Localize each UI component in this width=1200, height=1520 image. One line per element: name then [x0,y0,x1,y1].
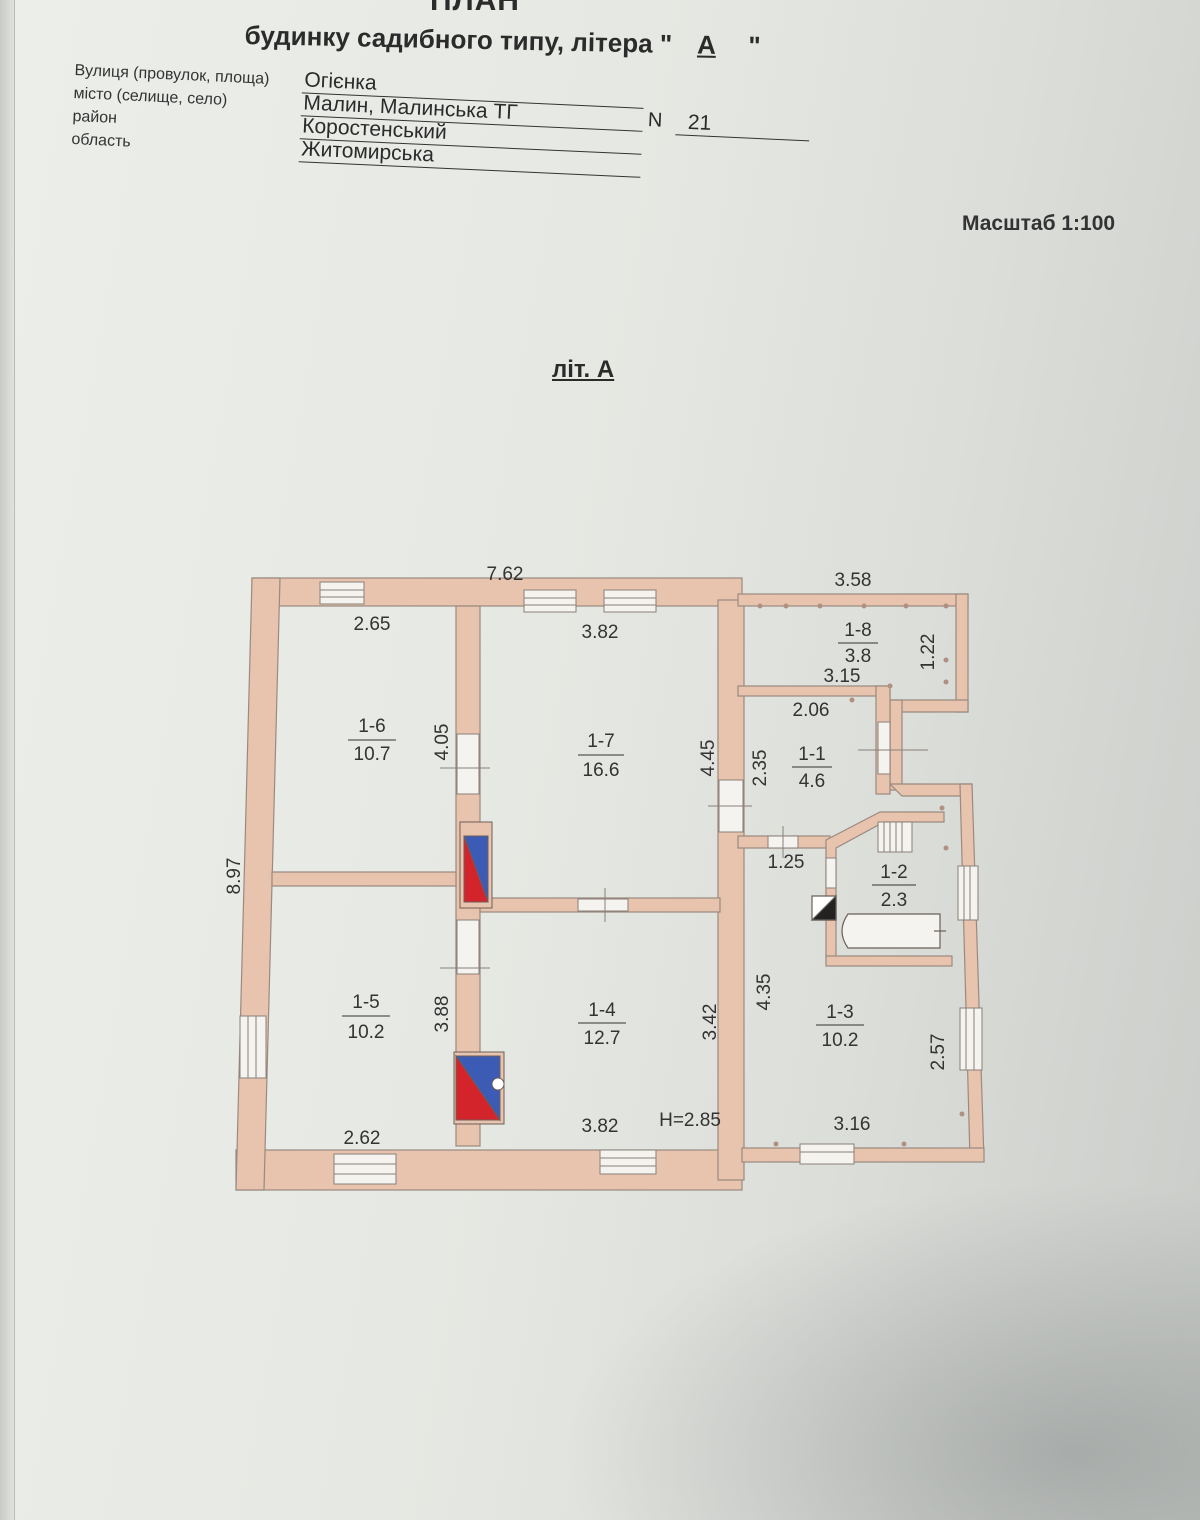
dimension-label: 2.06 [793,700,830,721]
dimension-label: 2.65 [354,614,391,635]
section-title: літ. А [552,356,615,383]
room-1-5-id: 1-5 [352,992,379,1013]
room-1-8-area: 3.8 [845,646,871,667]
dimension-label: 4.45 [698,740,719,777]
dimension-label: 8.97 [224,858,245,895]
room-1-7-area: 16.6 [583,760,620,781]
height-note: H=2.85 [659,1110,721,1131]
page-binding-edge [0,0,15,1520]
plan-title: ПЛАН [430,0,520,17]
dimension-label: 3.88 [432,996,453,1033]
room-1-4-id: 1-4 [588,1000,616,1021]
bathroom-fixtures [810,894,946,949]
dimension-label: 3.82 [582,1116,619,1137]
dimension-label: 4.05 [432,724,453,761]
room-1-8-id: 1-8 [844,620,871,641]
room-1-5-area: 10.2 [348,1022,385,1043]
windows [239,581,983,1185]
room-1-4-area: 12.7 [584,1028,621,1049]
dimension-label: 7.62 [487,564,524,585]
room-1-6-id: 1-6 [358,716,385,737]
vestibule-markers [757,603,965,1147]
dimension-label: 2.35 [750,750,771,787]
scale-note: Масштаб 1:100 [962,212,1116,235]
dimension-labels: 7.62 3.58 2.65 3.82 3.15 1.22 2.06 4.05 … [224,564,949,1149]
dimension-label: 3.42 [700,1004,721,1041]
room-1-6-area: 10.7 [354,744,391,765]
dimension-label: 1.22 [918,634,939,671]
room-1-2-id: 1-2 [880,862,907,883]
stoves [453,821,505,1125]
room-1-7-id: 1-7 [587,731,614,752]
dimension-label: 4.35 [754,974,775,1011]
room-1-3-id: 1-3 [826,1002,853,1023]
dimension-label: 2.62 [344,1128,381,1149]
dimension-label: 1.25 [768,852,805,873]
room-labels: 1-6 10.7 1-7 16.6 1-8 3.8 1-1 4.6 1-2 2.… [342,620,916,1051]
room-1-1-area: 4.6 [799,771,825,792]
room-1-2-area: 2.3 [881,890,907,911]
walls [235,577,985,1191]
dimension-label: 3.58 [835,570,872,591]
dimension-label: 3.82 [582,622,619,643]
room-1-3-area: 10.2 [822,1030,859,1051]
doors [440,721,928,975]
room-1-1-id: 1-1 [798,744,825,765]
dimension-label: 3.16 [834,1114,871,1135]
dimension-label: 2.57 [928,1034,949,1071]
dimension-label: 3.15 [824,666,861,687]
